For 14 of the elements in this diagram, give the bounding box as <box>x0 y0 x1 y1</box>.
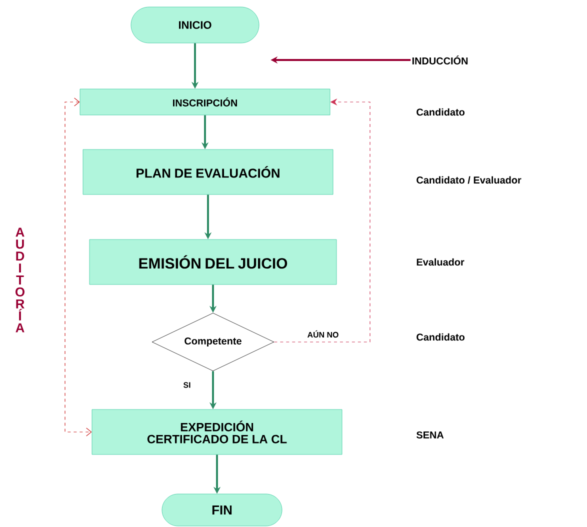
terminal-box: FIN <box>162 494 282 526</box>
role-label: Candidato / Evaluador <box>416 176 522 184</box>
process-box: EMISIÓN DEL JUICIO <box>89 239 337 285</box>
role-label: SENA <box>416 431 444 439</box>
process-box: INSCRIPCIÓN <box>80 88 330 116</box>
role-label: Candidato <box>416 108 465 116</box>
terminal-box: INICIO <box>130 6 260 44</box>
role-label: Candidato <box>416 333 465 341</box>
side-text: INDUCCIÓN <box>412 56 468 64</box>
role-label: Evaluador <box>416 258 464 266</box>
process-box: PLAN DE EVALUACIÓN <box>82 149 334 195</box>
process-box: EXPEDICIÓN CERTIFICADO DE LA CL <box>92 409 342 455</box>
arrow <box>64 98 92 436</box>
vertical-label: A U D I T O R Í A <box>16 228 24 332</box>
